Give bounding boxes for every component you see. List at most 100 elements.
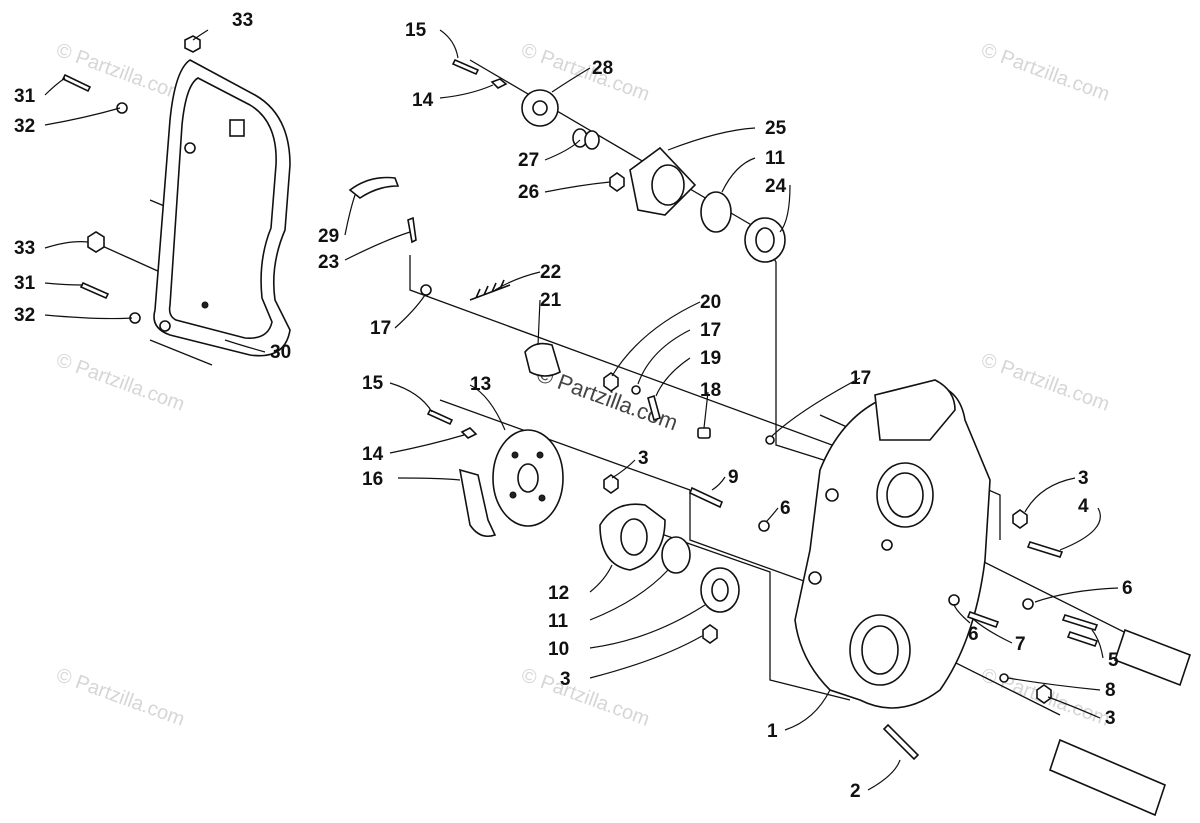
label-3: 3 (638, 448, 649, 469)
tab-19 (647, 394, 661, 422)
label-2: 2 (850, 781, 861, 802)
label-13: 13 (470, 374, 491, 395)
label-12: 12 (548, 583, 569, 604)
seal-11-top (700, 191, 732, 233)
tensioner-parts (348, 176, 561, 377)
washer-6-right-b (1022, 598, 1034, 610)
label-15: 15 (362, 373, 384, 394)
watermark: © Partzilla.com (518, 664, 652, 731)
chain-slider-29 (348, 176, 400, 199)
upper-bearing-group (451, 58, 786, 263)
label-14: 14 (412, 90, 434, 111)
watermark: © Partzilla.com (978, 349, 1112, 416)
chain-16 (458, 468, 497, 538)
watermark: © Partzilla.com (53, 39, 187, 106)
watermark: © Partzilla.com (53, 664, 187, 731)
washer-17-right (765, 435, 775, 445)
washer-17-mid (631, 385, 641, 395)
assembly-axes (99, 59, 1141, 716)
label-4: 4 (1078, 496, 1089, 517)
chaincase-housing (794, 379, 991, 709)
label-32: 32 (14, 116, 35, 137)
label-5: 5 (1108, 650, 1119, 671)
label-16: 16 (362, 469, 383, 490)
nut-33-bottom (87, 231, 105, 253)
nut-3-right (1012, 509, 1028, 529)
watermark: © Partzilla.com (53, 349, 187, 416)
label-20: 20 (700, 292, 721, 313)
bolt-31-top (61, 73, 92, 93)
label-31: 31 (14, 273, 36, 294)
nut-3-bottom-right (1036, 684, 1052, 704)
label-11: 11 (548, 611, 569, 632)
cotter-pin-23 (407, 216, 417, 244)
chaincase-cover (153, 59, 291, 357)
label-14: 14 (362, 444, 384, 465)
label-25: 25 (765, 118, 787, 139)
label-27: 27 (518, 150, 539, 171)
bolt-9 (688, 486, 724, 509)
bolt-31-bottom (79, 281, 110, 300)
label-3: 3 (560, 669, 571, 690)
bolt-2 (882, 723, 920, 761)
label-6: 6 (780, 498, 791, 519)
shaft-upper (1113, 628, 1192, 687)
label-3: 3 (1078, 468, 1089, 489)
label-6: 6 (1122, 578, 1133, 599)
label-32: 32 (14, 305, 35, 326)
label-28: 28 (592, 58, 613, 79)
bolt-5a (1061, 614, 1099, 631)
label-6: 6 (968, 624, 979, 645)
label-33: 33 (232, 10, 253, 31)
label-29: 29 (318, 226, 339, 247)
shaft-lower (1049, 738, 1166, 817)
label-18: 18 (700, 380, 721, 401)
label-1: 1 (767, 721, 778, 742)
small-hardware (603, 372, 775, 445)
bolt-5b (1066, 631, 1099, 647)
washer-14-top (490, 78, 508, 89)
bolt-4 (1026, 541, 1064, 558)
nut-26 (609, 172, 625, 192)
label-24: 24 (765, 176, 787, 197)
washer-32-top (116, 102, 128, 114)
label-26: 26 (518, 182, 539, 203)
label-17: 17 (850, 368, 871, 389)
tensioner-21 (524, 342, 561, 377)
spring-22 (469, 279, 511, 301)
label-33: 33 (14, 238, 35, 259)
label-23: 23 (318, 252, 339, 273)
washer-14-lower (460, 427, 478, 439)
leader-lines (44, 29, 1119, 791)
label-8: 8 (1105, 680, 1116, 701)
washer-8 (999, 673, 1009, 683)
label-15: 15 (405, 20, 427, 41)
nut-33-top (184, 35, 201, 53)
bolt-15-top (451, 58, 480, 76)
lower-bearing-group (599, 474, 770, 644)
label-11: 11 (765, 148, 786, 169)
label-9: 9 (728, 467, 739, 488)
label-10: 10 (548, 639, 569, 660)
label-3: 3 (1105, 708, 1116, 729)
bolt-15-lower (426, 408, 454, 426)
seal-11-lower (661, 536, 691, 574)
label-17: 17 (700, 320, 721, 341)
nut-20 (603, 372, 619, 392)
washer-6-right-a (948, 594, 960, 606)
nut-3-upper (603, 474, 619, 494)
part-number-labels: 33 31 32 33 31 32 30 29 23 17 22 21 15 1… (14, 10, 1133, 802)
label-30: 30 (270, 342, 291, 363)
nut-3-lower (702, 624, 718, 644)
cover-hardware (61, 35, 201, 324)
bolt-7 (966, 610, 1000, 629)
right-hardware (882, 509, 1192, 817)
drive-sprocket-group (426, 408, 564, 538)
label-17: 17 (370, 318, 391, 339)
washer-17-left (420, 284, 432, 296)
label-7: 7 (1015, 634, 1026, 655)
label-19: 19 (700, 348, 721, 369)
label-22: 22 (540, 262, 561, 283)
label-21: 21 (540, 290, 562, 311)
